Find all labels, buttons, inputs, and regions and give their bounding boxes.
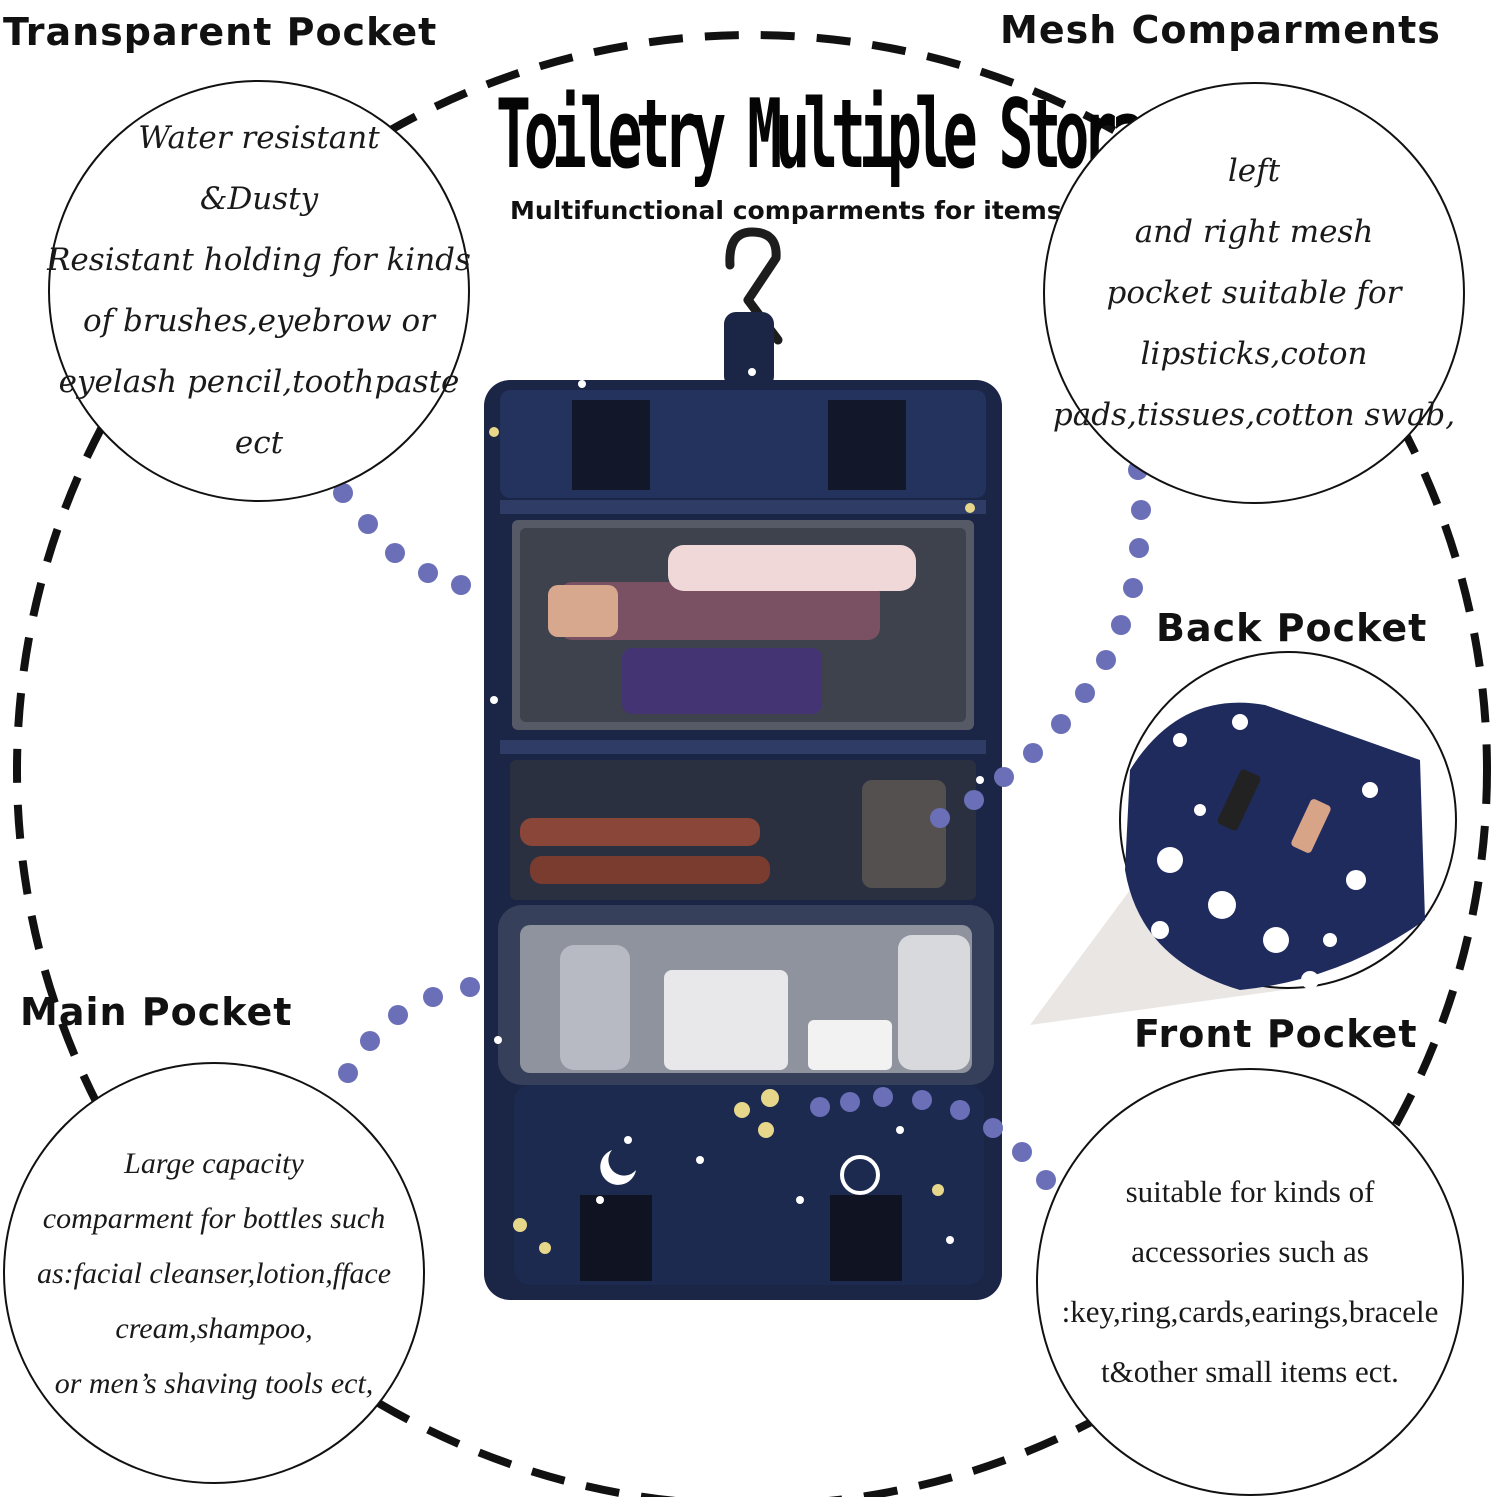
- description-line: ect: [234, 425, 284, 461]
- description-line: Resistant holding for kinds: [47, 242, 471, 278]
- hook-icon: [724, 227, 783, 388]
- description-line: Large capacity: [124, 1146, 304, 1180]
- description-line: suitable for kinds of: [1125, 1174, 1375, 1209]
- description-line: or men’s shaving tools ect,: [54, 1366, 374, 1400]
- description-line: and right mesh: [1134, 213, 1374, 250]
- dashed-ring: [13, 31, 1491, 1497]
- description-line: as:facial cleanser,lotion,fface: [36, 1256, 392, 1290]
- main-pocket-description: Large capacity comparment for bottles su…: [3, 1062, 425, 1484]
- description-line: pocket suitable for: [1106, 274, 1402, 311]
- back-pocket-label: Back Pocket: [1156, 606, 1428, 650]
- mesh-compartments-label: Mesh Comparments: [1000, 8, 1441, 52]
- back-pocket-inset: [1030, 651, 1457, 1025]
- description-line: lipsticks,coton: [1140, 335, 1368, 372]
- description-line: Water resistant: [138, 120, 380, 156]
- page-title: Toiletry Multiple Storage Bag: [496, 78, 1313, 191]
- front-pocket-label: Front Pocket: [1134, 1012, 1418, 1056]
- bag-illustration: [484, 368, 1002, 1300]
- transparent-pocket-description: Water resistant &Dusty Resistant holding…: [47, 80, 471, 502]
- main-pocket-label: Main Pocket: [20, 990, 293, 1034]
- mesh-compartments-description: left and right mesh pocket suitable for …: [1043, 82, 1465, 504]
- transparent-pocket-label: Transparent Pocket: [3, 10, 438, 54]
- description-line: cream,shampoo,: [115, 1311, 313, 1345]
- description-line: :key,ring,cards,earings,bracele: [1061, 1294, 1439, 1329]
- description-line: t&other small items ect.: [1101, 1354, 1399, 1389]
- page-subtitle: Multifunctional comparments for items: [510, 196, 1062, 225]
- front-pocket-description: suitable for kinds of accessories such a…: [1036, 1068, 1464, 1496]
- description-line: comparment for bottles such: [42, 1201, 386, 1235]
- description-line: left: [1227, 152, 1281, 189]
- description-line: &Dusty: [199, 181, 319, 217]
- description-line: accessories such as: [1131, 1234, 1369, 1269]
- description-line: pads,tissues,cotton swab,: [1052, 396, 1456, 433]
- description-line: eyelash pencil,toothpaste: [58, 364, 460, 400]
- description-line: of brushes,eyebrow or: [82, 303, 435, 339]
